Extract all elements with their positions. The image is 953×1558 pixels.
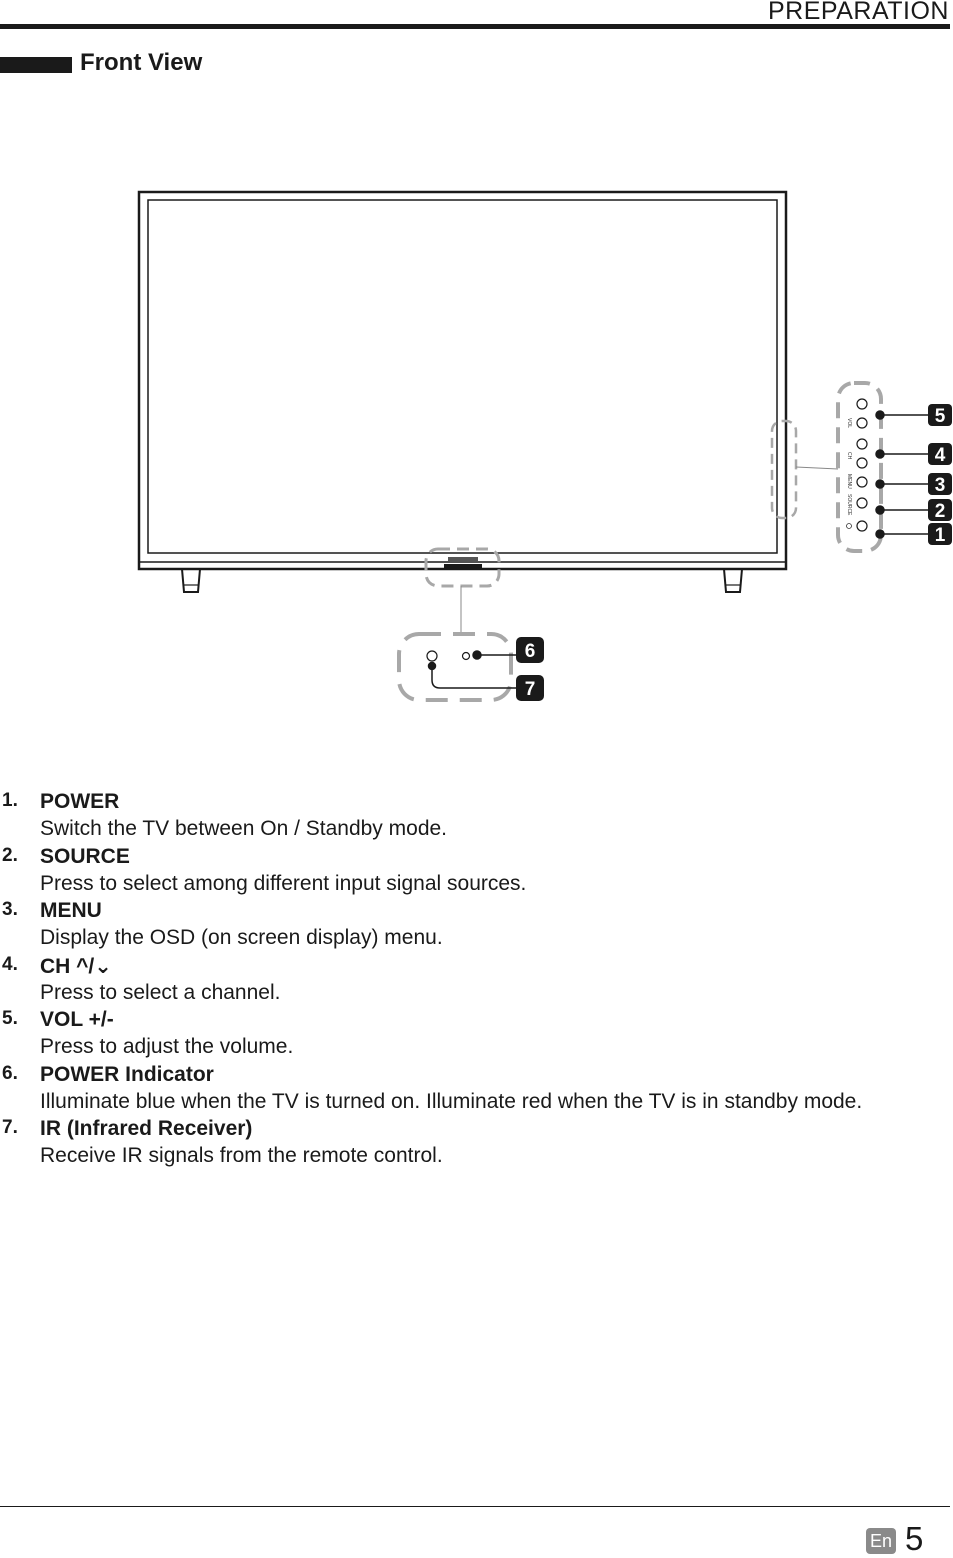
legend-item-ch: 4. CH ^/⌄ Press to select a channel. <box>0 954 950 1009</box>
legend-description: Switch the TV between On / Standby mode. <box>40 817 448 840</box>
header-rule <box>0 24 950 29</box>
vol-minus-button <box>856 417 868 429</box>
legend-item-vol: 5. VOL +/- Press to adjust the volume. <box>0 1008 950 1063</box>
tv-front-view-diagram: VOL CH MENU SOURCE 5 4 3 2 1 <box>137 190 952 702</box>
legend-description: Receive IR signals from the remote contr… <box>40 1144 443 1167</box>
vol-plus-button <box>856 398 868 410</box>
legend-description: Illuminate blue when the TV is turned on… <box>40 1089 863 1113</box>
power-symbol-icon <box>846 523 852 529</box>
legend-item-power: 1. POWER Switch the TV between On / Stan… <box>0 790 950 845</box>
tv-stand-left <box>181 568 201 593</box>
legend-number: 3. <box>2 899 18 920</box>
legend-item-ir: 7. IR (Infrared Receiver) Receive IR sig… <box>0 1117 950 1172</box>
language-badge: En <box>866 1528 896 1554</box>
legend-number: 5. <box>2 1008 18 1029</box>
legend-number: 7. <box>2 1117 18 1138</box>
sensor-callout-lines <box>427 650 518 689</box>
legend-title: IR (Infrared Receiver) <box>40 1117 253 1140</box>
ir-receiver <box>426 650 438 662</box>
svg-text:3: 3 <box>935 475 946 496</box>
legend-description: Press to select a channel. <box>40 980 281 1004</box>
tv-body <box>137 190 788 571</box>
callout-3: 3 <box>928 473 952 496</box>
legend-item-power-indicator: 6. POWER Indicator Illuminate blue when … <box>0 1063 950 1118</box>
sensor-highlight <box>424 547 501 588</box>
panel-label-vol: VOL <box>846 418 852 428</box>
panel-label-ch: CH <box>846 452 852 460</box>
section-title: Front View <box>80 49 203 76</box>
svg-text:2: 2 <box>935 501 946 522</box>
side-callout-lines <box>875 410 930 539</box>
ch-up-button <box>856 438 868 450</box>
ch-down-button <box>856 457 868 469</box>
svg-text:5: 5 <box>935 406 946 427</box>
panel-label-menu: MENU <box>846 474 852 489</box>
legend-item-source: 2. SOURCE Press to select among differen… <box>0 845 950 900</box>
legend-title: POWER <box>40 790 120 813</box>
legend-number: 4. <box>2 953 18 975</box>
side-panel-highlight <box>770 419 798 520</box>
page-number: 5 <box>905 1520 924 1557</box>
source-button <box>856 497 868 509</box>
legend-title: POWER Indicator <box>40 1062 214 1086</box>
power-indicator-led <box>461 651 471 661</box>
tv-stand-right <box>723 568 743 593</box>
callout-7: 7 <box>516 675 544 701</box>
header-section-title: PREPARATION <box>768 0 949 25</box>
legend-number: 6. <box>2 1062 18 1084</box>
side-control-panel: VOL CH MENU SOURCE <box>836 381 883 553</box>
svg-text:6: 6 <box>525 641 536 662</box>
legend-description: Press to adjust the volume. <box>40 1035 294 1058</box>
legend-title: MENU <box>40 899 102 922</box>
callout-1: 1 <box>928 523 952 546</box>
svg-text:1: 1 <box>935 525 946 546</box>
menu-button <box>856 476 868 488</box>
callout-5: 5 <box>928 404 952 427</box>
legend-title: VOL +/- <box>40 1008 114 1031</box>
legend-description: Press to select among different input si… <box>40 871 527 895</box>
section-bar <box>0 57 72 73</box>
legend-item-menu: 3. MENU Display the OSD (on screen displ… <box>0 899 950 954</box>
sensor-detail <box>397 632 513 702</box>
panel-label-source: SOURCE <box>846 494 852 516</box>
callout-6: 6 <box>516 637 544 663</box>
legend-description: Display the OSD (on screen display) menu… <box>40 926 443 949</box>
svg-text:7: 7 <box>525 679 536 700</box>
svg-text:4: 4 <box>935 445 946 466</box>
callout-2: 2 <box>928 499 952 522</box>
legend-title: SOURCE <box>40 844 130 868</box>
legend-title: CH ^/⌄ <box>40 954 112 978</box>
legend-number: 1. <box>2 790 18 811</box>
legend-number: 2. <box>2 844 18 866</box>
callout-4: 4 <box>928 443 952 466</box>
footer-rule <box>0 1506 950 1507</box>
power-button <box>856 520 868 532</box>
legend-list: 1. POWER Switch the TV between On / Stan… <box>0 790 950 1172</box>
